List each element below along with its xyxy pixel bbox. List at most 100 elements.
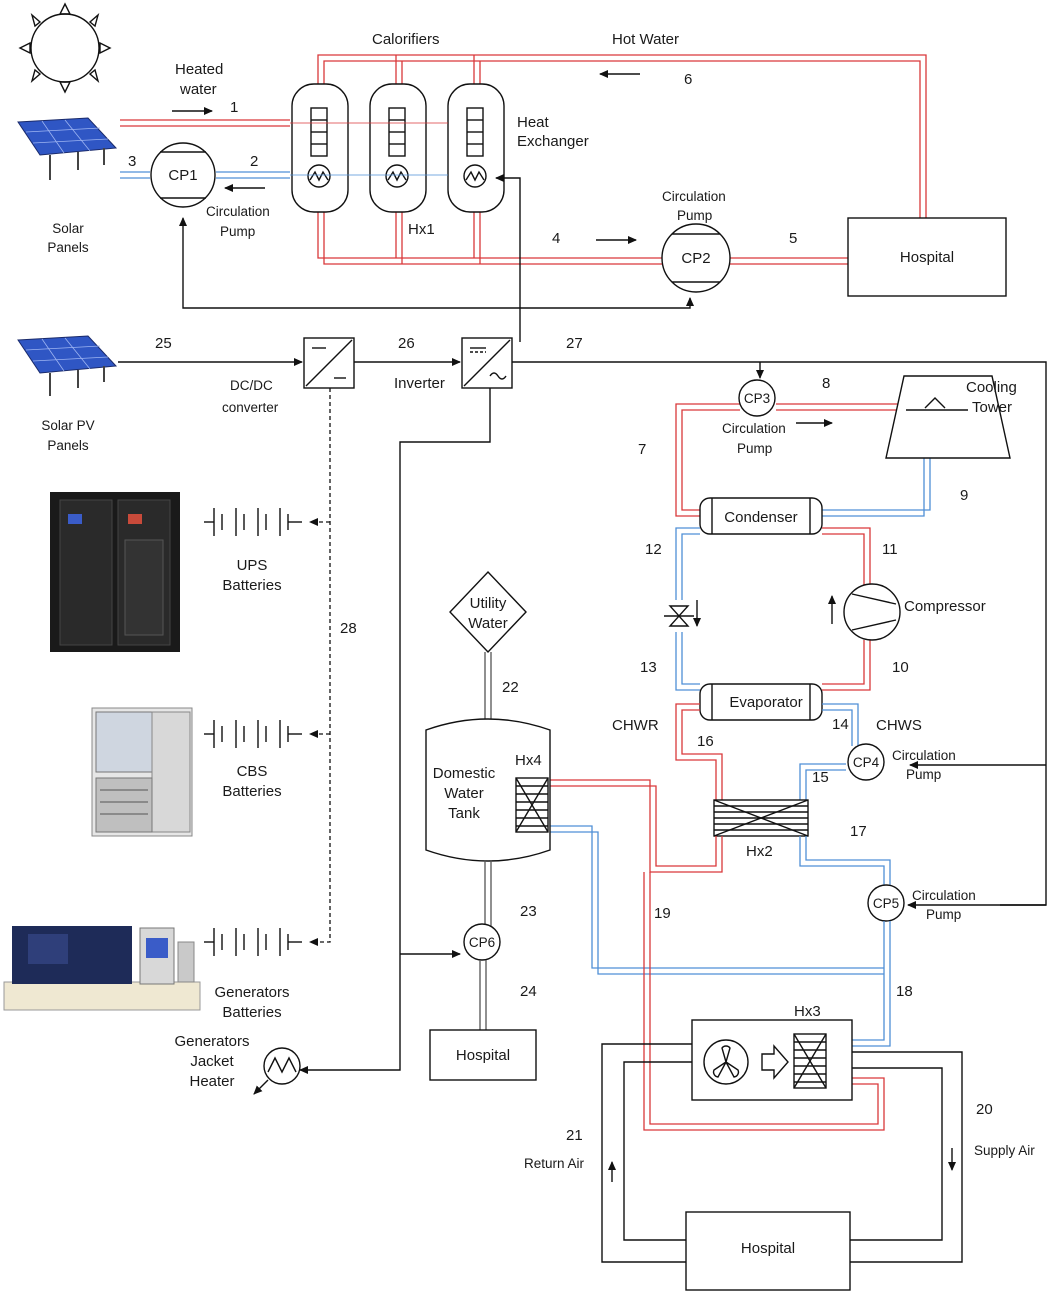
utility-water-label-2: Water	[468, 615, 507, 632]
cooling-tower-icon	[885, 375, 1011, 459]
stream-number: 13	[640, 659, 657, 676]
hospital-block-bottom	[685, 1211, 851, 1291]
battery-icon	[204, 928, 302, 956]
inverter-icon	[461, 337, 513, 389]
sun-icon	[18, 2, 112, 94]
hospital-label-mid: Hospital	[456, 1047, 510, 1064]
generator-image	[3, 926, 201, 1011]
condenser-label: Condenser	[724, 509, 797, 526]
condenser-vessel: Condenser	[699, 497, 823, 535]
utility-water-label: Utility	[470, 595, 507, 612]
stream-number: 26	[398, 335, 415, 352]
circ-pump-3-label: Circulation	[722, 421, 786, 436]
utility-water-diamond	[449, 570, 527, 654]
cbs-label: CBS	[237, 763, 268, 780]
heated-water-label-2: water	[179, 81, 217, 98]
battery-icon	[204, 508, 302, 536]
hot-water-loop	[120, 54, 927, 265]
gen-batteries-label-2: Batteries	[222, 1004, 281, 1021]
stream-number: 19	[654, 905, 671, 922]
pump-label-cp6: CP6	[469, 935, 495, 950]
stream-number: 4	[552, 230, 560, 247]
heat-exchanger-hx4	[515, 777, 549, 833]
hx2-label: Hx2	[746, 843, 773, 860]
stream-number: 7	[638, 441, 646, 458]
stream-number: 22	[502, 679, 519, 696]
stream-number: 10	[892, 659, 909, 676]
ups-cabinet-image	[50, 492, 180, 652]
pump-label-cp3: CP3	[744, 391, 770, 406]
cooling-tower-label: Cooling	[966, 379, 1017, 396]
compressor-label: Compressor	[904, 598, 986, 615]
hx1-label: Hx1	[408, 221, 435, 238]
hospital-label-bottom: Hospital	[741, 1240, 795, 1257]
circulation-pump-cp3: CP3	[738, 379, 776, 417]
domestic-tank-label-3: Tank	[448, 805, 480, 822]
pump-label-cp1: CP1	[168, 167, 197, 184]
stream-number: 6	[684, 71, 692, 88]
cbs-label-2: Batteries	[222, 783, 281, 800]
stream-number: 25	[155, 335, 172, 352]
stream-number: 8	[822, 375, 830, 392]
ups-label: UPS	[237, 557, 268, 574]
solar-pv-label-2: Panels	[47, 438, 89, 453]
heated-water-label: Heated	[175, 61, 223, 78]
stream-number: 2	[250, 153, 258, 170]
stream-number: 14	[832, 716, 849, 733]
solar-panel-icon	[17, 117, 118, 180]
evaporator-label: Evaporator	[729, 694, 802, 711]
pump-label-cp2: CP2	[681, 250, 710, 267]
circ-pump-1-label: Circulation	[206, 204, 270, 219]
cbs-cabinet-image	[91, 707, 193, 837]
circulation-pump-cp2: CP2	[661, 223, 731, 293]
circulation-pump-cp6: CP6	[463, 923, 501, 961]
stream-number: 17	[850, 823, 867, 840]
ups-label-2: Batteries	[222, 577, 281, 594]
jacket-heater-icon	[253, 1047, 301, 1095]
calorifier-tank	[291, 83, 349, 213]
stream-number: 28	[340, 620, 357, 637]
circ-pump-4-label: Circulation	[892, 748, 956, 763]
hot-water-label: Hot Water	[612, 31, 679, 48]
dcdc-label: DC/DC	[230, 378, 273, 393]
domestic-tank-label-2: Water	[444, 785, 483, 802]
pump-label-cp5: CP5	[873, 896, 899, 911]
solar-panels-label-2: Panels	[47, 240, 89, 255]
compressor-icon	[843, 583, 901, 641]
solar-pv-panel-icon	[17, 335, 118, 396]
stream-number: 3	[128, 153, 136, 170]
circ-pump-3-label-2: Pump	[737, 441, 772, 456]
dcdc-label-2: converter	[222, 400, 279, 415]
solar-pv-label: Solar PV	[41, 418, 94, 433]
dc-dc-converter-icon	[303, 337, 355, 389]
hospital-block-mid	[429, 1029, 537, 1081]
calorifiers-label: Calorifiers	[372, 31, 440, 48]
stream-number: 18	[896, 983, 913, 1000]
stream-number: 1	[230, 99, 238, 116]
circ-pump-5-label-2: Pump	[926, 907, 961, 922]
circ-pump-5-label: Circulation	[912, 888, 976, 903]
circ-pump-4-label-2: Pump	[906, 767, 941, 782]
stream-number: 16	[697, 733, 714, 750]
circ-pump-2-label-2: Pump	[677, 208, 712, 223]
stream-number: 24	[520, 983, 537, 1000]
stream-number: 9	[960, 487, 968, 504]
circulation-pump-cp4: CP4	[847, 743, 885, 781]
domestic-tank-label: Domestic	[433, 765, 496, 782]
hospital-label-top: Hospital	[900, 249, 954, 266]
stream-number: 20	[976, 1101, 993, 1118]
evaporator-vessel: Evaporator	[699, 683, 823, 721]
pump-label-cp4: CP4	[853, 755, 880, 770]
stream-number: 12	[645, 541, 662, 558]
battery-icon	[204, 720, 302, 748]
return-air-label: Return Air	[524, 1156, 585, 1171]
chws-label: CHWS	[876, 717, 922, 734]
solar-panels-label: Solar	[52, 221, 84, 236]
stream-number: 23	[520, 903, 537, 920]
heat-exchanger-hx3	[793, 1033, 827, 1089]
air-handling-unit	[691, 1019, 853, 1101]
stream-number: 15	[812, 769, 829, 786]
circ-pump-1-label-2: Pump	[220, 224, 255, 239]
cooling-tower-label-2: Tower	[972, 399, 1012, 416]
